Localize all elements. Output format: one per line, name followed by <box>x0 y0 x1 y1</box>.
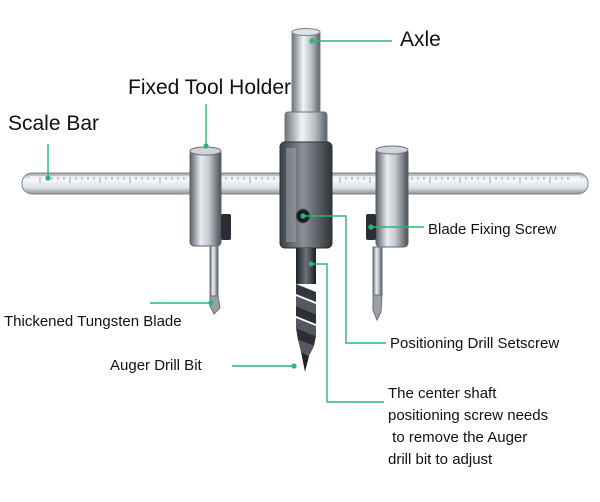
blade-holder-right <box>366 145 409 322</box>
label-axle: Axle <box>400 28 441 51</box>
axle-column <box>279 28 333 249</box>
label-center-shaft-note: The center shaft positioning screw needs… <box>388 383 600 471</box>
leader-dots <box>45 38 374 369</box>
label-auger-drill-bit: Auger Drill Bit <box>110 357 202 374</box>
leader-center-shaft <box>311 263 384 403</box>
note-line: drill bit to adjust <box>388 451 493 468</box>
label-blade-fixing-screw: Blade Fixing Screw <box>428 221 557 238</box>
note-line: positioning screw needs <box>388 407 549 424</box>
label-fixed-tool-holder: Fixed Tool Holder <box>128 76 292 99</box>
label-scale-bar: Scale Bar <box>8 112 100 135</box>
leader-positioning-setscrew <box>303 215 386 344</box>
note-line: The center shaft <box>388 385 497 402</box>
auger-drill-bit <box>296 248 316 372</box>
fixed-tool-holder <box>189 146 231 247</box>
tungsten-blade-left <box>209 245 221 315</box>
label-thickened-tungsten-blade: Thickened Tungsten Blade <box>4 313 182 330</box>
leader-lines <box>47 40 424 403</box>
note-line: to remove the Auger <box>388 429 528 446</box>
label-positioning-drill-setscrew: Positioning Drill Setscrew <box>390 335 560 352</box>
